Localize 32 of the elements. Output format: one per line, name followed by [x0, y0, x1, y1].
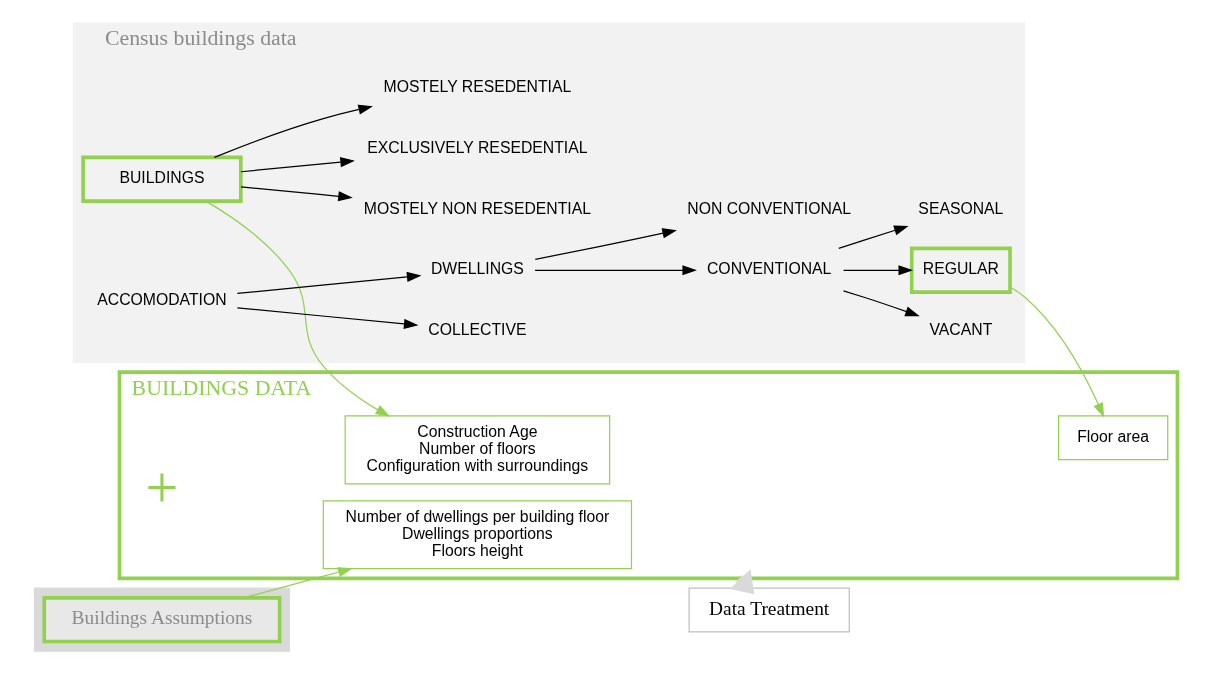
node-box: Construction Age Number of floors Configuration with surroundings: [344, 415, 611, 485]
arrow: [534, 228, 677, 260]
arrow: [842, 265, 914, 276]
node-box: Buildings Assumptions: [42, 596, 282, 644]
arrow: [838, 225, 909, 249]
arrow: [1009, 286, 1105, 418]
node-text: MOSTELY NON RESEDENTIAL: [363, 199, 591, 217]
node-box: BUILDINGS: [81, 155, 243, 203]
node-text: NON CONVENTIONAL: [687, 199, 852, 217]
arrow: [534, 265, 697, 276]
node-text: VACANT: [929, 321, 993, 339]
node-text: EXCLUSIVELY RESEDENTIAL: [367, 139, 588, 157]
node-text: MOSTELY RESEDENTIAL: [383, 78, 572, 96]
node-text: CONVENTIONAL: [706, 260, 832, 278]
arrow: [729, 569, 755, 595]
arrow: [240, 157, 355, 173]
arrow: [205, 200, 391, 417]
arrow: [213, 104, 373, 158]
arrow: [842, 290, 920, 317]
node-text: COLLECTIVE: [428, 321, 527, 339]
arrow: [236, 307, 419, 330]
node-text: DWELLINGS: [430, 260, 524, 278]
node-box: Data Treatment: [688, 587, 850, 633]
label: +: [145, 454, 179, 520]
node-box: Floor area: [1057, 415, 1169, 461]
cluster: [33, 587, 290, 652]
arrow: [240, 186, 353, 202]
node-box: REGULAR: [909, 246, 1012, 294]
node-text: ACCOMODATION: [97, 290, 227, 308]
arrow: [236, 271, 422, 295]
node-box: Number of dwellings per building floor Dwellings proportions Floors height: [322, 500, 633, 570]
node-text: SEASONAL: [918, 199, 1004, 217]
